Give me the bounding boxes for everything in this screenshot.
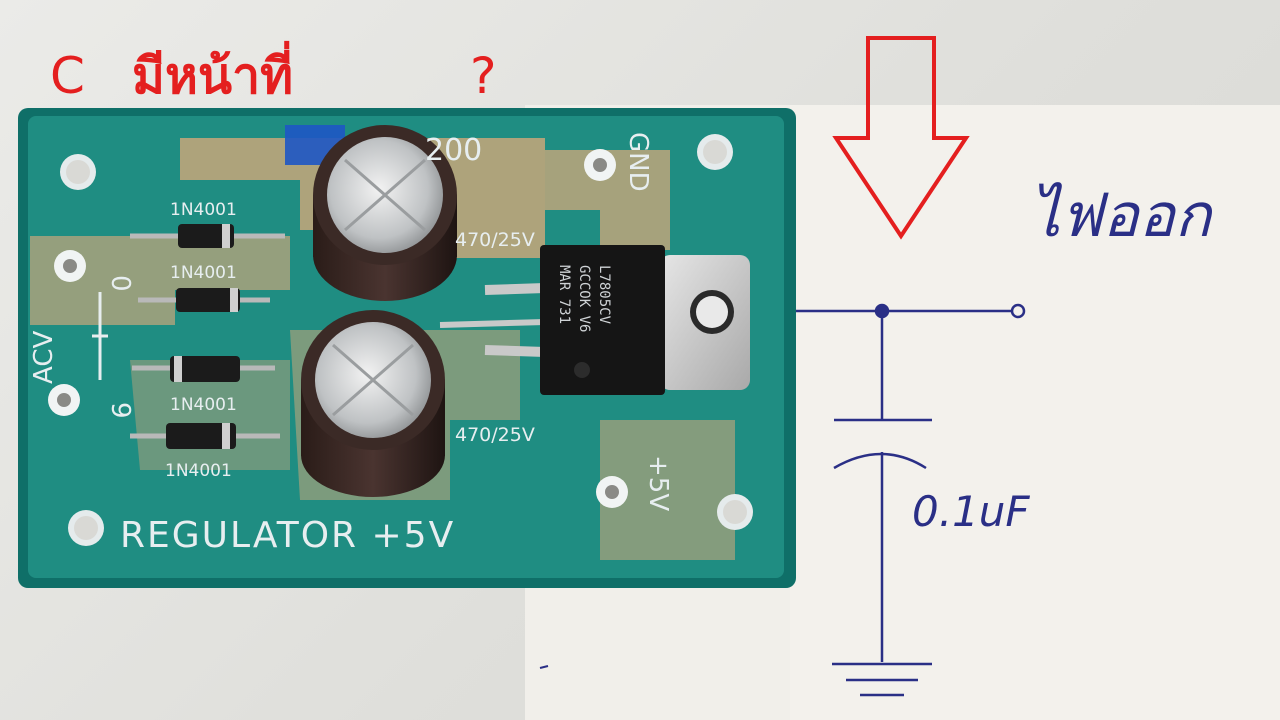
title-question-mark: ? bbox=[470, 47, 497, 105]
diode-2 bbox=[138, 288, 270, 312]
reg-line-3: MAR 731 bbox=[556, 265, 572, 324]
board-name-partial: 200 bbox=[425, 133, 482, 168]
diode-label-2: 1N4001 bbox=[170, 263, 237, 283]
title-thai: มีหน้าที่ bbox=[132, 47, 294, 105]
cap-rating-bottom: 470/25V bbox=[455, 424, 535, 446]
diode-label-4: 1N4001 bbox=[165, 461, 232, 481]
diode-label-3: 1N4001 bbox=[170, 395, 237, 415]
reg-line-1: L7805CV bbox=[596, 265, 612, 325]
pcb-title-label: REGULATOR +5V bbox=[120, 515, 455, 556]
gnd-label: GND bbox=[623, 132, 653, 192]
red-arrow bbox=[832, 36, 970, 240]
capacitor-top bbox=[313, 125, 457, 301]
output-terminal bbox=[1010, 303, 1026, 319]
capacitor-value-label: 0.1uF bbox=[912, 487, 1030, 536]
capacitor-bottom bbox=[301, 310, 445, 497]
diode-label-1: 1N4001 bbox=[170, 200, 237, 220]
regulator-marking: L7805CV GCCOK V6 MAR 731 bbox=[556, 265, 612, 332]
paper-sheet bbox=[525, 105, 1280, 720]
cap-rating-top: 470/25V bbox=[455, 229, 535, 251]
diode-1 bbox=[130, 224, 285, 248]
reg-line-2: GCCOK V6 bbox=[576, 265, 592, 332]
ac-voltage-top: 0 bbox=[105, 275, 135, 292]
title-letter: C bbox=[50, 47, 85, 105]
voltage-regulator bbox=[439, 245, 750, 395]
schematic-drawing bbox=[790, 303, 1026, 697]
acv-label: ACV bbox=[29, 331, 59, 384]
ac-voltage-bottom: 9 bbox=[105, 402, 135, 419]
plus5v-label: +5V bbox=[643, 455, 673, 511]
diode-3 bbox=[132, 356, 275, 382]
pcb-board: L7805CV GCCOK V6 MAR 731 200 1N4001 1N40… bbox=[18, 108, 796, 588]
diode-4 bbox=[130, 423, 280, 449]
thai-note-output: ไฟออก bbox=[1030, 181, 1214, 251]
